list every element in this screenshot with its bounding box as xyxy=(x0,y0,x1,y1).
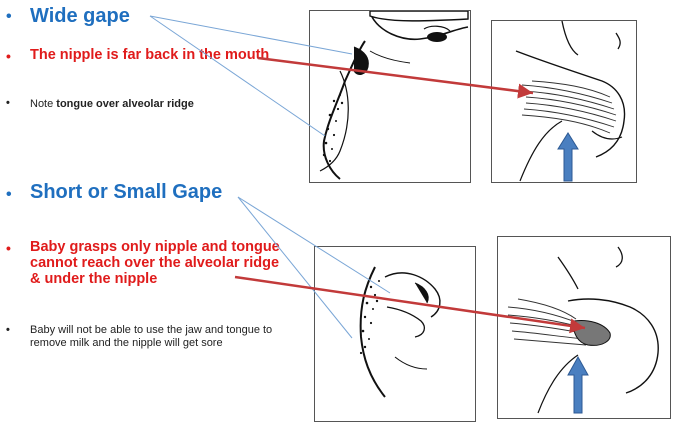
illustration-wide-gape-mouth xyxy=(491,20,637,183)
point-sore-nipple: Baby will not be able to use the jaw and… xyxy=(30,324,273,349)
bullet-dot: • xyxy=(6,186,12,203)
pointer-line xyxy=(149,15,353,55)
point-nipple-far-back: The nipple is far back in the mouth xyxy=(30,47,270,63)
note-tongue-over-ridge: Note tongue over alveolar ridge xyxy=(30,98,194,111)
point-baby-grasps-nipple: Baby grasps only nipple and tongue canno… xyxy=(30,239,280,287)
baby-face-drawing xyxy=(359,266,441,398)
pointer-line xyxy=(237,196,353,339)
heading-short-gape: Short or Small Gape xyxy=(30,181,223,203)
illustration-wide-gape-face xyxy=(309,10,471,183)
bullet-dot: • xyxy=(6,240,11,256)
mouth-cross-section-drawing xyxy=(515,20,626,182)
bullet-dot: • xyxy=(6,97,10,109)
up-arrow-icon xyxy=(567,355,589,414)
note-prefix: Note xyxy=(30,98,57,110)
pointer-line xyxy=(237,196,391,294)
red-pointer-arrow xyxy=(234,275,586,334)
heading-wide-gape: Wide gape xyxy=(30,5,130,27)
red-pointer-arrow xyxy=(257,56,534,99)
bullet-dot: • xyxy=(6,324,10,336)
bullet-dot: • xyxy=(6,8,12,25)
baby-face-drawing xyxy=(319,10,469,180)
bullet-dot: • xyxy=(6,48,11,64)
up-arrow-icon xyxy=(557,132,579,182)
illustration-short-gape-face xyxy=(314,246,476,422)
note-bold: tongue over alveolar ridge xyxy=(56,98,194,110)
pointer-line xyxy=(149,15,326,137)
